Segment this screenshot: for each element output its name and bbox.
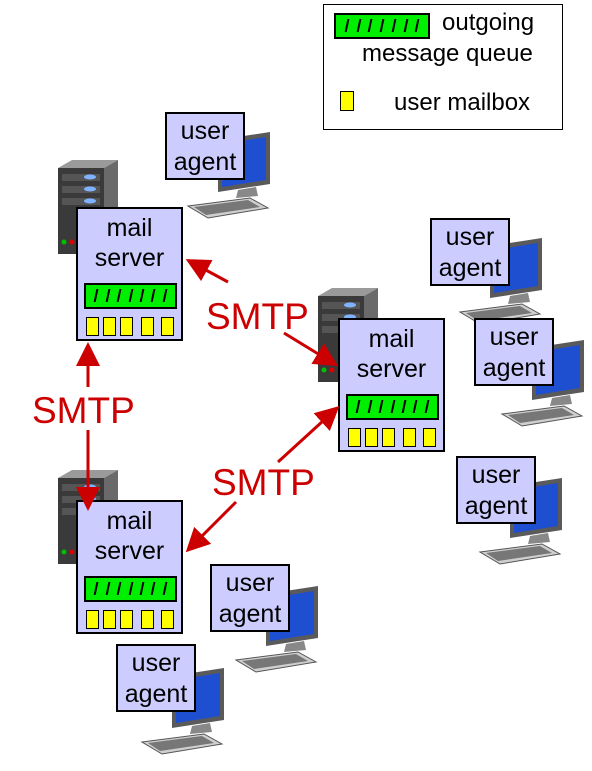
user-agent: user agent [474,318,554,386]
smtp-label: SMTP [32,390,135,431]
mail-server: mail server [338,318,445,452]
mail-server-label-line2: server [94,244,165,272]
user-agent: user agent [430,218,510,286]
outgoing-message-queue [346,394,439,420]
mail-server-label-line2: server [356,355,427,383]
user-mailbox [348,428,361,447]
user-agent: user agent [210,564,290,632]
legend-mailbox-icon [340,91,354,111]
legend: outgoing message queue user mailbox [323,4,563,130]
user-agent-label-line1: user [131,649,181,677]
mail-server: mail server [76,207,183,341]
user-mailbox [120,317,133,336]
user-agent-label-line2: agent [173,148,237,176]
user-mailbox [103,317,116,336]
user-agent-label-line2: agent [124,680,188,708]
user-agent: user agent [456,456,536,524]
user-mailbox [161,610,174,629]
smtp-arrow-a-b [185,259,229,284]
user-agent-label-line1: user [180,117,230,145]
smtp-arrow-c-b [185,500,238,553]
outgoing-message-queue [84,283,177,309]
user-agent-label-line1: user [471,461,521,489]
smtp-arrow-c-b [276,405,340,464]
user-agent-label-line1: user [489,323,539,351]
user-mailbox [403,428,416,447]
user-agent-label-line2: agent [438,254,502,282]
user-agent-label-line1: user [225,569,275,597]
mail-server-label-line1: mail [106,507,153,535]
user-mailbox [86,610,99,629]
user-agent: user agent [116,644,196,712]
user-mailbox [423,428,436,447]
mail-server-label-line1: mail [106,214,153,242]
smtp-label: SMTP [206,296,309,337]
user-mailbox [382,428,395,447]
user-agent-label-line2: agent [482,354,546,382]
mail-server-label-line2: server [94,537,165,565]
mail-server: mail server [76,500,183,634]
user-mailbox [141,610,154,629]
mail-server-label-line1: mail [368,325,415,353]
smtp-label: SMTP [212,462,315,503]
smtp-arrow-a-b [283,331,339,367]
user-mailbox [141,317,154,336]
legend-mailbox-label: user mailbox [394,89,531,116]
legend-queue-icon [334,13,430,39]
legend-queue-label-line1: outgoing [442,9,535,36]
user-agent-label-line2: agent [218,600,282,628]
user-mailbox [161,317,174,336]
user-mailbox [103,610,116,629]
user-agent-label-line2: agent [464,492,528,520]
user-mailbox [120,610,133,629]
outgoing-message-queue [84,576,177,602]
user-agent: user agent [165,112,245,180]
user-mailbox [365,428,378,447]
legend-queue-label-line2: message queue [362,40,533,67]
user-mailbox [86,317,99,336]
user-agent-label-line1: user [445,223,495,251]
